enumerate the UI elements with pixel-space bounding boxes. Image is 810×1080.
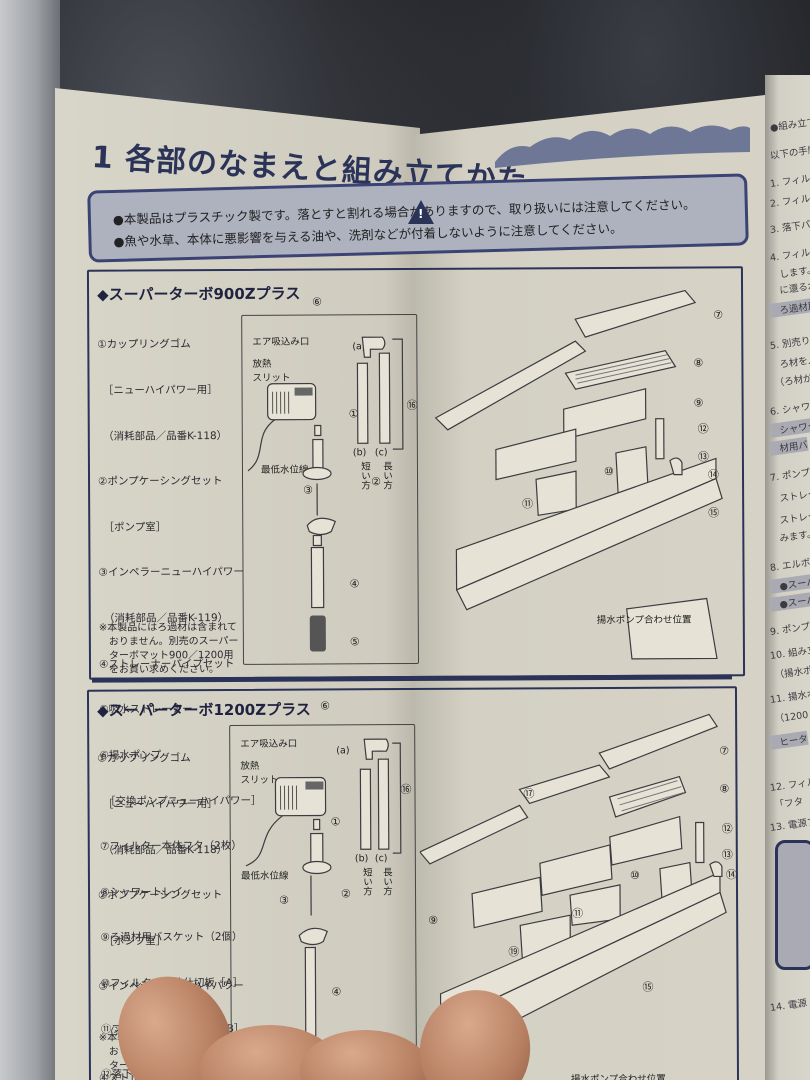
pump-diagram-900: ⑥ エア吸込み口 放熱 スリット 最低水位線 (a) (b) (c) 短い方 長… xyxy=(241,295,420,665)
callout-7: ⑦ xyxy=(713,308,724,322)
model-900-title: ◆スーパーターボ900Zプラス xyxy=(97,284,301,304)
callout-12: ⑫ xyxy=(721,822,733,836)
callout-6: ⑥ xyxy=(320,699,330,713)
callout-10: ⑩ xyxy=(629,868,640,882)
section-model-900: ◆スーパーターボ900Zプラス ①カップリングゴム ［ニューハイパワー用］ （消… xyxy=(86,266,746,1080)
callout-11: ⑪ xyxy=(522,497,534,511)
warning-triangle-icon: ! xyxy=(408,200,434,224)
wave-decoration xyxy=(495,125,750,168)
callout-9: ⑨ xyxy=(693,396,704,410)
callout-13: ⑬ xyxy=(697,450,709,464)
part-item: （消耗部品／品番K-118） xyxy=(97,429,228,443)
pump-illustration xyxy=(245,738,402,1039)
callout-14: ⑭ xyxy=(707,468,720,482)
part-item: ③インペラーニューハイパワー xyxy=(98,566,244,580)
label-pump-position: 揚水ポンプ合わせ位置 xyxy=(596,614,692,627)
part-item: ①カップリングゴム xyxy=(97,338,191,352)
plastic-sheet xyxy=(0,0,60,1080)
part-item: ［ポンプ室］ xyxy=(98,521,167,534)
filter-exploded-illustration xyxy=(434,289,723,660)
label-pump-position: 揚水ポンプ合わせ位置 xyxy=(570,1073,666,1080)
model-1200-title: ◆スーパーターボ1200Zプラス xyxy=(97,700,311,720)
callout-14: ⑭ xyxy=(725,868,737,882)
filter-diagram-900: ⑦ ⑧ ⑨ ⑫ ⑬ ⑭ ⑩ ⑪ ⑮ 揚水ポンプ合わせ位置 xyxy=(425,278,745,670)
callout-8: ⑧ xyxy=(693,356,704,370)
callout-7: ⑦ xyxy=(719,744,730,758)
section-number: 1 xyxy=(90,140,115,177)
callout-6: ⑥ xyxy=(312,295,323,309)
callout-19: ⑲ xyxy=(508,945,520,959)
pump-illustration xyxy=(247,336,404,652)
callout-12: ⑫ xyxy=(697,422,709,436)
callout-10: ⑩ xyxy=(603,464,614,479)
next-page-note-box xyxy=(775,840,810,970)
callout-13: ⑬ xyxy=(721,848,733,862)
callout-15: ⑮ xyxy=(642,980,654,994)
callout-17: ⑰ xyxy=(523,787,535,801)
callout-11: ⑪ xyxy=(572,907,584,921)
model-900-note: ※本製品にはろ過材は含まれて おりません。別売のスーパー ターボマット900／1… xyxy=(98,621,239,676)
callout-9: ⑨ xyxy=(428,913,439,927)
pump-diagram-1200: ⑥ エア吸込み口 放熱 スリット 最低水位線 (a) (b) (c) 短い方 長… xyxy=(229,699,418,1080)
part-item: ②ポンプケーシングセット xyxy=(98,475,223,488)
callout-15: ⑮ xyxy=(708,506,720,520)
callout-8: ⑧ xyxy=(719,782,730,796)
part-item: ［ニューハイパワー用］ xyxy=(97,384,218,397)
